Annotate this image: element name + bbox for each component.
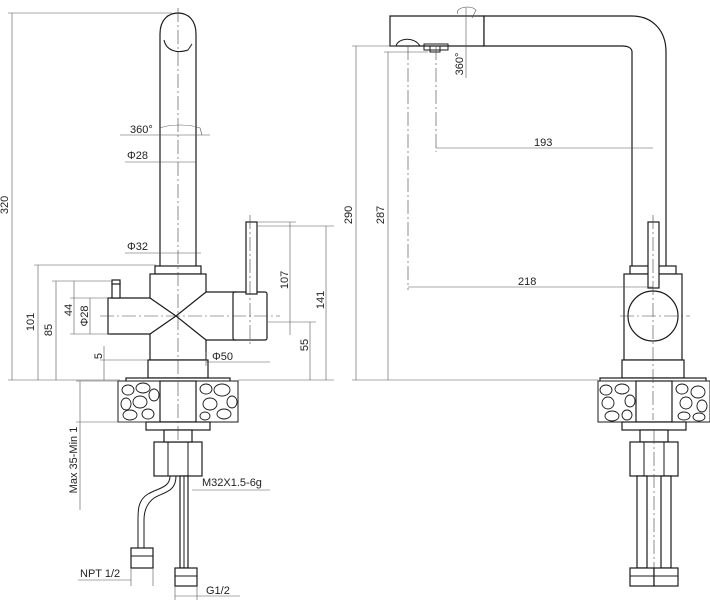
front-mount-washer [621, 421, 687, 431]
dim-55: 55 [299, 339, 311, 351]
front-shank [635, 380, 673, 423]
front-hose-right [660, 475, 672, 569]
dim-5: 5 [93, 353, 105, 359]
side-left-lever [111, 282, 121, 299]
side-mount-nut [153, 441, 203, 477]
dim-g12: G1/2 [206, 585, 230, 597]
side-counter-stone [117, 380, 239, 423]
dim-320: 320 [0, 196, 11, 214]
front-view: 290 287 360° 193 218 [343, 6, 710, 587]
dim-phi28-top: Φ28 [127, 150, 148, 162]
dim-phi50: Φ50 [212, 351, 233, 363]
front-spout-head [389, 15, 485, 47]
front-lever [647, 221, 660, 289]
dim-npt: NPT 1/2 [80, 568, 120, 580]
side-view: 320 360° Φ28 Φ32 107 141 55 101 85 [0, 8, 334, 600]
dim-360-spout: 360° [454, 53, 466, 76]
dim-phi32: Φ32 [127, 241, 148, 253]
front-fitting-left [629, 567, 655, 587]
dim-phi28-handle: Φ28 [79, 305, 91, 326]
dim-44: 44 [63, 304, 75, 316]
dim-290: 290 [343, 206, 355, 224]
front-spout-body [483, 15, 667, 271]
dim-287: 287 [375, 206, 387, 224]
dim-101: 101 [25, 313, 37, 331]
side-hose-npt [137, 475, 171, 548]
side-right-lever [245, 221, 258, 295]
dim-107: 107 [279, 271, 291, 289]
side-left-lever-tip [111, 279, 121, 285]
front-fitting-right [653, 567, 679, 587]
dim-max-min: Max 35-Min 1 [68, 427, 80, 494]
dim-360-side: 360° [130, 124, 153, 136]
side-aerator-tip [163, 39, 193, 53]
dim-218: 218 [518, 276, 536, 288]
side-npt-fitting [130, 547, 154, 569]
front-spray-outlet-1 [395, 38, 421, 47]
dim-m32-thread: M32X1.5-6g [202, 477, 262, 489]
side-left-arm [107, 297, 178, 335]
front-hose-left [636, 475, 648, 569]
side-g12-fitting [174, 567, 198, 587]
dim-85: 85 [43, 324, 55, 336]
dim-193: 193 [534, 137, 552, 149]
dim-141: 141 [315, 291, 327, 309]
